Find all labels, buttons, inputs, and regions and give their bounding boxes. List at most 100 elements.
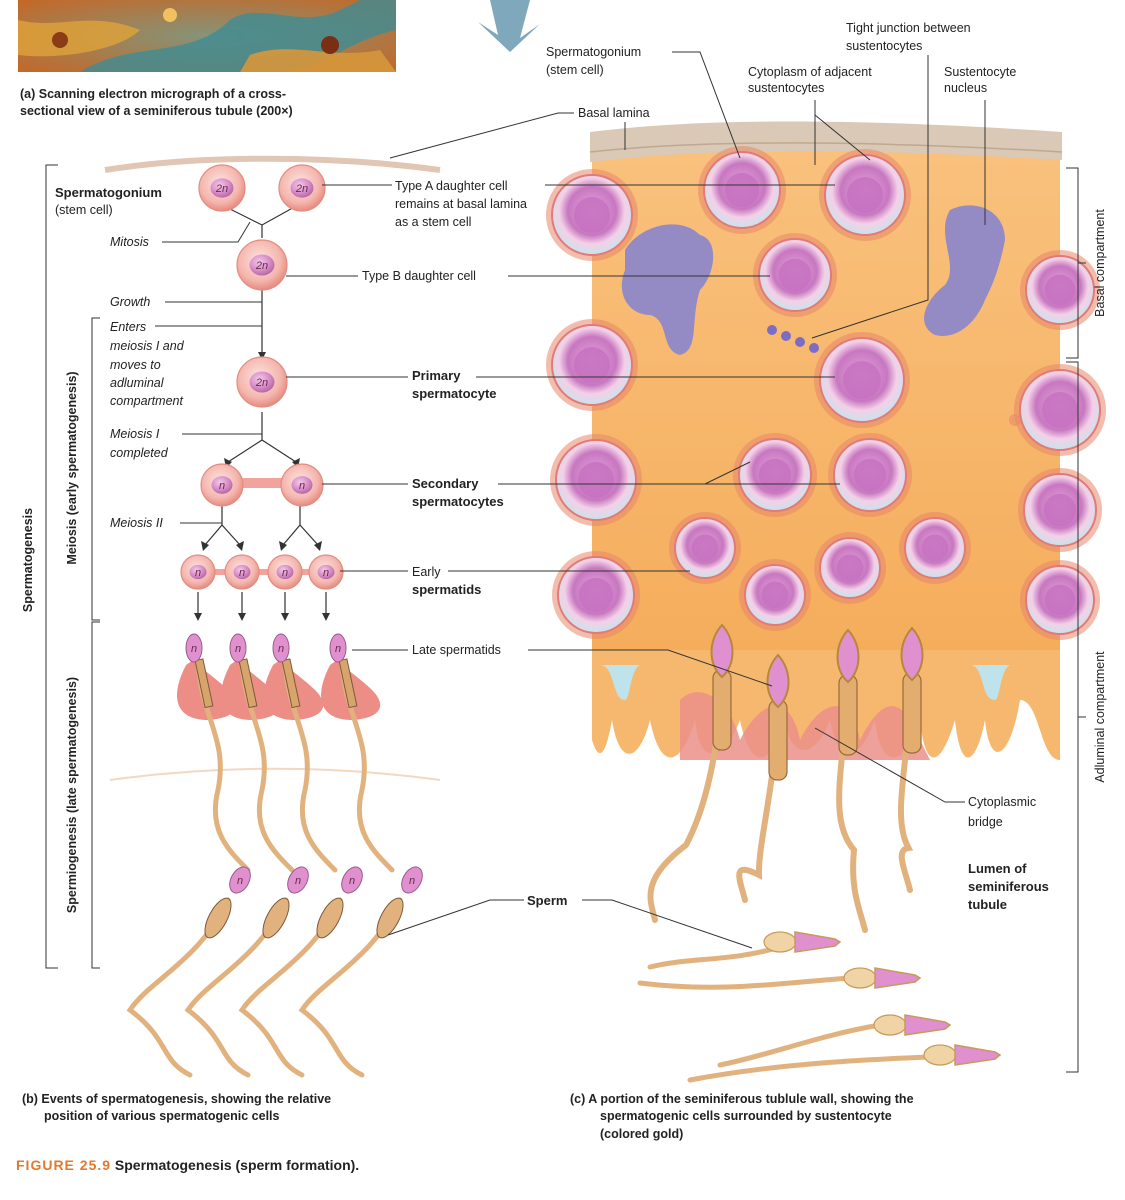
cytoplasm-label: Cytoplasm of adjacent sustentocytes <box>748 65 872 95</box>
brackets-left <box>45 164 100 969</box>
svg-text:remains at basal lamina: remains at basal lamina <box>395 197 527 211</box>
free-sperm-c <box>717 1014 952 1068</box>
svg-text:compartment: compartment <box>110 394 183 408</box>
panel-a-caption-1: (a) Scanning electron micrograph of a cr… <box>20 87 286 101</box>
edge-cell <box>550 434 642 526</box>
primary-spermatocyte-label: Primary spermatocyte <box>412 368 497 401</box>
sustentocyte-nucleus-right <box>924 205 1005 336</box>
svg-text:Tight junction between: Tight junction between <box>846 21 971 35</box>
secondary-spermatocyte-c-cell <box>733 433 817 517</box>
panel-c-caption-3: (colored gold) <box>600 1127 683 1141</box>
ploidy-label: n <box>282 567 288 579</box>
cytoplasmic-bridge-label: Cytoplasmic bridge <box>968 795 1036 829</box>
mitosis-label: Mitosis <box>110 235 149 249</box>
early-spermatids-label: Early spermatids <box>412 565 481 597</box>
edge-cell <box>1020 560 1100 640</box>
ploidy-label: n <box>335 643 341 655</box>
sustentocyte-nucleus-label: Sustentocyte nucleus <box>944 65 1016 95</box>
tight-junction <box>767 325 819 353</box>
adluminal-compartment-label: Adluminal compartment <box>1093 651 1107 783</box>
svg-text:Spermatogonium: Spermatogonium <box>546 45 641 59</box>
early-spermatid-cell: n <box>180 554 216 590</box>
panel-b-caption-2: position of various spermatogenic cells <box>44 1109 280 1123</box>
svg-text:tubule: tubule <box>968 897 1007 912</box>
early-spermatid-c-cell <box>739 559 811 631</box>
svg-text:as a stem cell: as a stem cell <box>395 215 471 229</box>
spermiogenesis-side-label: Spermiogenesis (late spermatogenesis) <box>65 677 79 913</box>
ploidy-label: 2n <box>295 183 308 195</box>
free-sperm-c <box>637 967 922 990</box>
meiosis-side-label: Meiosis (early spermatogenesis) <box>65 371 79 564</box>
svg-text:Cytoplasm of adjacent: Cytoplasm of adjacent <box>748 65 872 79</box>
panel-b-caption-1: (b) Events of spermatogenesis, showing t… <box>22 1092 331 1106</box>
panel-c-late-spermatids <box>647 623 924 933</box>
spermatogenesis-side-label: Spermatogenesis <box>21 508 35 612</box>
growth-label: Growth <box>110 295 150 309</box>
late-spermatid: n <box>264 633 338 873</box>
late-spermatid-c <box>836 628 868 933</box>
mature-sperm: n <box>184 866 309 1078</box>
ploidy-label: n <box>299 480 305 492</box>
spermatogonium-c-label: Spermatogonium (stem cell) <box>546 45 641 77</box>
edge-cell <box>546 319 638 411</box>
mature-sperm: n <box>238 866 363 1078</box>
type-b-daughter-cell: 2n <box>236 239 288 291</box>
sperm-label: Sperm <box>527 893 567 908</box>
type-a-label: Type A daughter cell remains at basal la… <box>395 179 527 229</box>
tight-junction-label: Tight junction between sustentocytes <box>846 21 971 53</box>
late-spermatid: n <box>321 633 395 873</box>
edge-cell <box>1020 250 1100 330</box>
early-spermatid-c-cell <box>899 512 971 584</box>
lumen-boundary <box>109 767 441 781</box>
ploidy-label: n <box>323 567 329 579</box>
svg-text:seminiferous: seminiferous <box>968 879 1049 894</box>
svg-text:Cytoplasmic: Cytoplasmic <box>968 795 1036 809</box>
ploidy-label: n <box>219 480 225 492</box>
panel-c-caption-2: spermatogenic cells surrounded by susten… <box>600 1109 892 1123</box>
early-spermatid-c-cell <box>669 512 741 584</box>
primary-spermatocyte-cell: 2n <box>236 356 288 408</box>
svg-text:sustentocytes: sustentocytes <box>748 81 824 95</box>
spermatid-bridge <box>198 569 326 575</box>
svg-text:Secondary: Secondary <box>412 476 479 491</box>
late-spermatid-c <box>647 623 734 923</box>
svg-text:(stem cell): (stem cell) <box>546 63 604 77</box>
ploidy-label: n <box>349 875 355 887</box>
svg-text:bridge: bridge <box>968 815 1003 829</box>
free-sperm-c <box>687 1044 1002 1083</box>
late-spermatid: n <box>177 633 251 873</box>
ploidy-label: n <box>278 643 284 655</box>
svg-text:Lumen of: Lumen of <box>968 861 1027 876</box>
spacer <box>1009 414 1021 426</box>
ploidy-label: n <box>235 643 241 655</box>
late-spermatid-c <box>736 653 790 903</box>
late-spermatid: n <box>221 633 295 873</box>
panel-c-cells <box>546 146 1106 640</box>
spermatogonium-cell: 2n <box>198 164 246 212</box>
free-sperm-c <box>647 931 842 970</box>
svg-text:Sustentocyte: Sustentocyte <box>944 65 1016 79</box>
spermatogonium-sub-label: (stem cell) <box>55 203 113 217</box>
ploidy-label: n <box>239 567 245 579</box>
svg-text:Early: Early <box>412 565 441 579</box>
edge-cell <box>1018 468 1102 552</box>
figure-number: FIGURE 25.9 <box>16 1157 112 1173</box>
flow-connectors <box>197 204 327 615</box>
ploidy-label: n <box>237 875 243 887</box>
secondary-bridge <box>222 478 302 488</box>
ploidy-label: n <box>195 567 201 579</box>
svg-text:Primary: Primary <box>412 368 461 383</box>
ploidy-label: n <box>191 643 197 655</box>
svg-text:meiosis I and: meiosis I and <box>110 339 185 353</box>
meiosis-ii-label: Meiosis II <box>110 516 163 530</box>
edge-cell <box>1014 364 1106 456</box>
mature-sperm: n <box>298 866 423 1078</box>
svg-text:nucleus: nucleus <box>944 81 987 95</box>
secondary-spermatocyte-cell: n <box>200 463 244 507</box>
svg-text:spermatocytes: spermatocytes <box>412 494 504 509</box>
early-spermatid-cell: n <box>224 554 260 590</box>
spermatogonium-label: Spermatogonium <box>55 185 162 200</box>
